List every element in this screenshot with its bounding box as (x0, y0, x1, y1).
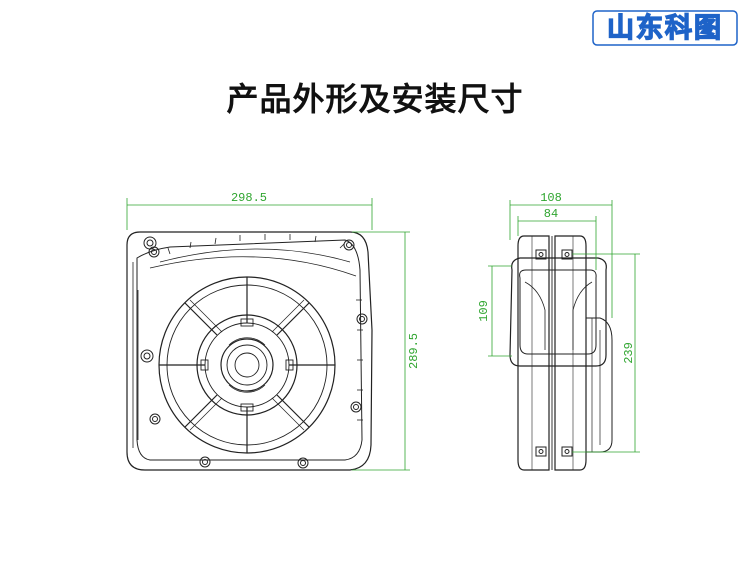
front-impeller (158, 276, 336, 454)
front-view (126, 231, 373, 471)
side-mounting-holes (535, 249, 573, 457)
dim-front-height: 289.5 (407, 333, 421, 369)
side-motor (586, 317, 613, 453)
dim-side-inner-width: 84 (544, 207, 558, 221)
dim-side-outer-width: 108 (540, 191, 562, 205)
side-view (509, 235, 613, 471)
front-housing-outline (126, 231, 373, 471)
side-left-half (517, 235, 550, 471)
front-dimensions (126, 198, 410, 471)
logo-frame (592, 10, 738, 46)
scroll-tick-marks (167, 234, 363, 421)
dim-front-width: 298.5 (231, 191, 267, 205)
page-title: 产品外形及安装尺寸 (226, 80, 524, 118)
front-scroll-outline (136, 239, 363, 461)
side-right-half (554, 235, 587, 471)
side-dimensions (488, 200, 640, 453)
front-mounting-holes (140, 236, 368, 469)
dim-side-hole-spacing: 239 (622, 342, 636, 364)
side-bracket-outer (509, 257, 607, 367)
logo-text: 山东科图 (607, 12, 723, 44)
side-bracket-inner (519, 269, 597, 355)
dim-side-slot-height: 109 (477, 300, 491, 322)
brand-logo: 山东科图 (592, 10, 738, 46)
